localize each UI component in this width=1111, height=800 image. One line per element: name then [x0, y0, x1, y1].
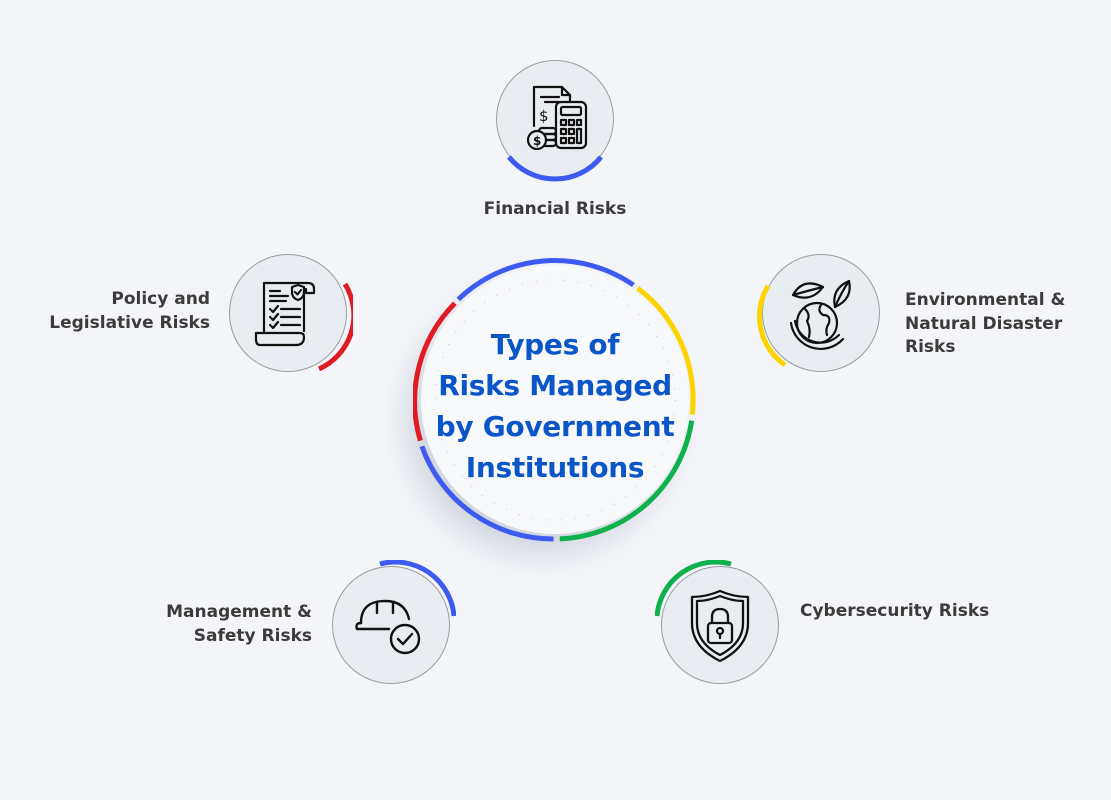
accent-arc [757, 284, 787, 368]
central-topic: Types of Risks Managed by Government Ins… [413, 258, 697, 542]
svg-text:$: $ [539, 107, 549, 125]
title-line: by Government [435, 410, 675, 443]
label-line: Legislative Risks [49, 312, 210, 333]
label-cybersecurity-risks: Cybersecurity Risks [800, 600, 1020, 624]
label-line: Cybersecurity Risks [800, 601, 990, 621]
label-line: Policy and [111, 289, 210, 309]
central-title: Types of Risks Managed by Government Ins… [413, 324, 697, 488]
title-line: Risks Managed [438, 369, 672, 402]
label-line: Financial Risks [483, 199, 627, 219]
node-environmental-risks [756, 248, 886, 378]
svg-text:$: $ [533, 134, 541, 148]
central-disc [421, 266, 689, 534]
accent-arc [379, 560, 456, 617]
label-management-safety-risks: Management & Safety Risks [120, 601, 312, 648]
label-line: Safety Risks [193, 625, 312, 646]
node-management-safety-risks [326, 560, 456, 690]
node-cybersecurity-risks [655, 560, 785, 690]
accent-arc [317, 282, 353, 372]
globe-leaves-icon [789, 279, 851, 350]
label-line: Natural Disaster [905, 313, 1063, 334]
title-line: Institutions [465, 451, 645, 484]
accent-arc [655, 560, 732, 617]
label-line: Environmental & [905, 290, 1066, 310]
label-environmental-risks: Environmental & Natural Disaster Risks [905, 289, 1105, 360]
hard-hat-check-icon [355, 599, 421, 655]
label-line: Risks [905, 337, 956, 357]
label-financial-risks: Financial Risks [470, 198, 640, 222]
calculator-coins-document-icon: $ $ [526, 85, 588, 151]
central-ring [413, 258, 696, 542]
label-line: Management & [166, 602, 312, 622]
node-financial-risks: $ $ [490, 54, 620, 184]
accent-arc [507, 155, 603, 182]
node-policy-legislative-risks [223, 248, 353, 378]
shield-padlock-icon [690, 589, 750, 663]
title-line: Types of [490, 328, 620, 361]
legal-scroll-checklist-shield-icon [254, 281, 316, 347]
label-policy-legislative-risks: Policy and Legislative Risks [20, 288, 210, 335]
